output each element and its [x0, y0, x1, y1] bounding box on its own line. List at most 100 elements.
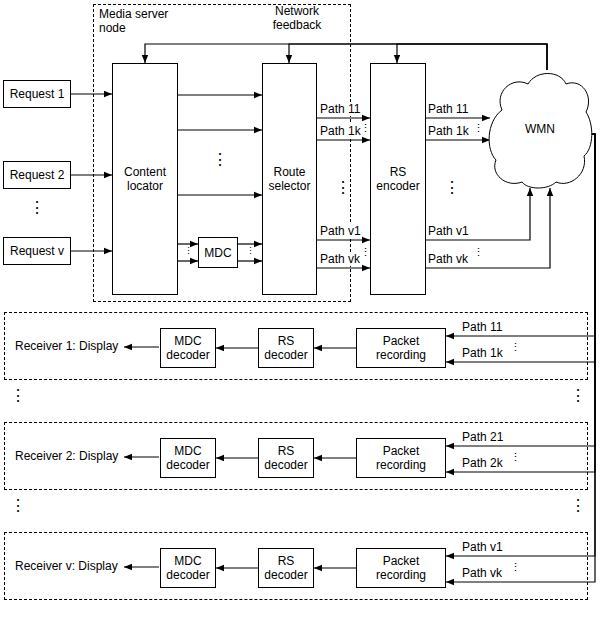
- node-label: Request v: [10, 244, 64, 258]
- request-box: Request v: [3, 237, 71, 265]
- connector: [446, 134, 595, 582]
- display-arrow: [124, 346, 159, 347]
- connector: [216, 347, 258, 348]
- process-box: MDC decoder: [160, 438, 216, 478]
- ellipsis-mark: ⋮: [360, 247, 371, 258]
- node-label: WMN: [525, 122, 555, 136]
- connector: [317, 239, 370, 240]
- path-label: Path 21: [462, 430, 503, 444]
- path-label: Path 11: [320, 102, 360, 116]
- node-label: RS decoder: [264, 444, 308, 472]
- network-cloud: WMN: [490, 70, 590, 188]
- cloud-outline: [489, 74, 592, 189]
- process-box: RS decoder: [258, 438, 314, 478]
- ellipsis-mark: ⋮: [10, 388, 26, 404]
- ellipsis-mark: ⋮: [570, 388, 586, 404]
- path-label: Path 1k: [462, 346, 503, 360]
- ellipsis-mark: ⋮: [335, 180, 351, 196]
- connector: [178, 194, 262, 195]
- node-label: MDC decoder: [166, 334, 210, 362]
- node-label: Packet recording: [362, 444, 440, 472]
- ellipsis-mark: ⋮: [473, 247, 484, 258]
- node-label: RS encoder: [376, 165, 420, 193]
- connector: [145, 44, 547, 70]
- node-label: MDC decoder: [166, 554, 210, 582]
- connector: [238, 243, 262, 244]
- ellipsis-mark: ⋮: [10, 498, 26, 514]
- connector: [314, 457, 356, 458]
- path-label: Path 11: [462, 320, 502, 334]
- connector: [238, 260, 262, 261]
- process-box: Packet recording: [356, 548, 446, 588]
- process-box: Route selector: [262, 63, 317, 295]
- connector: [317, 139, 370, 140]
- path-label: Path 1k: [320, 124, 361, 138]
- process-box: MDC decoder: [160, 548, 216, 588]
- ellipsis-mark: ⋮: [473, 123, 484, 134]
- node-label: RS decoder: [264, 334, 308, 362]
- process-box: RS encoder: [370, 63, 426, 295]
- node-label: Request 2: [10, 168, 65, 182]
- path-label: Path vk: [320, 252, 360, 266]
- process-box: Packet recording: [356, 438, 446, 478]
- connector: [314, 347, 356, 348]
- ellipsis-mark: ⋮: [212, 152, 228, 168]
- connector: [71, 174, 112, 175]
- connector: [426, 117, 490, 118]
- node-label: Request 1: [10, 87, 65, 101]
- ellipsis-mark: ⋮: [570, 498, 586, 514]
- node-label: Receiver v: Display: [15, 559, 118, 573]
- node-label: Packet recording: [362, 334, 440, 362]
- node-label: MDC decoder: [166, 444, 210, 472]
- connector: [426, 139, 490, 140]
- connector: [317, 267, 370, 268]
- node-label: MDC: [204, 246, 231, 260]
- ellipsis-mark: ⋮: [29, 200, 45, 216]
- connector: [71, 250, 112, 251]
- path-label: Path v1: [462, 540, 503, 554]
- connector: [71, 93, 112, 94]
- request-box: Request 2: [3, 161, 71, 189]
- ellipsis-mark: ⋮: [184, 247, 193, 256]
- process-box: RS decoder: [258, 548, 314, 588]
- feedback-label: Network feedback: [266, 4, 328, 32]
- path-label: Path vk: [462, 566, 502, 580]
- connector: [178, 94, 262, 95]
- connector: [314, 567, 356, 568]
- process-box: Content locator: [112, 63, 178, 295]
- connector: [216, 457, 258, 458]
- connector: [446, 134, 595, 556]
- connector: [178, 260, 198, 261]
- path-label: Path v1: [428, 224, 469, 238]
- process-box: MDC: [198, 237, 238, 268]
- ellipsis-mark: ⋮: [510, 342, 521, 353]
- path-label: Path 1k: [428, 124, 469, 138]
- path-label: Path 11: [428, 102, 468, 116]
- node-label: Packet recording: [362, 554, 440, 582]
- ellipsis-mark: ⋮: [444, 180, 460, 196]
- connector: [426, 188, 530, 240]
- node-label: Content locator: [118, 165, 172, 193]
- node-label: Media server node: [99, 7, 181, 35]
- node-label: Receiver 1: Display: [15, 339, 118, 353]
- path-label: Path 2k: [462, 456, 503, 470]
- connector: [178, 243, 198, 244]
- ellipsis-mark: ⋮: [510, 452, 521, 463]
- ellipsis-mark: ⋮: [510, 562, 521, 573]
- node-label: Route selector: [268, 165, 311, 193]
- process-box: MDC decoder: [160, 328, 216, 368]
- ellipsis-mark: ⋮: [360, 123, 371, 134]
- node-label: Receiver 2: Display: [15, 449, 118, 463]
- display-arrow: [124, 456, 159, 457]
- path-label: Path v1: [320, 224, 361, 238]
- node-label: RS decoder: [264, 554, 308, 582]
- path-label: Path vk: [428, 252, 468, 266]
- display-arrow: [124, 566, 159, 567]
- request-box: Request 1: [3, 80, 71, 108]
- connector: [178, 129, 262, 130]
- process-box: RS decoder: [258, 328, 314, 368]
- process-box: Packet recording: [356, 328, 446, 368]
- ellipsis-mark: ⋮: [246, 247, 255, 256]
- connector: [317, 117, 370, 118]
